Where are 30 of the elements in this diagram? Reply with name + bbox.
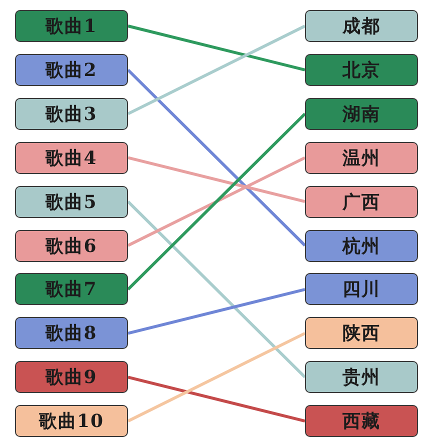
connector-line [126,68,306,247]
option-box: 歌曲1 [15,10,128,42]
option-box: 湖南 [305,98,418,130]
option-box: 成都 [305,10,418,42]
option-box: 歌曲3 [15,98,128,130]
option-box: 歌曲10 [15,405,128,438]
option-box: 西藏 [305,405,418,438]
option-box: 杭州 [305,230,418,262]
connector-line [127,24,306,116]
option-box: 歌曲7 [15,273,128,306]
option-box: 贵州 [305,361,418,394]
option-box: 歌曲4 [15,142,128,174]
option-box: 广西 [305,186,418,218]
connector-line [128,288,306,335]
option-box: 北京 [305,54,418,86]
option-box: 歌曲8 [15,317,128,350]
option-box: 歌曲5 [15,186,128,218]
connector-line [128,24,306,72]
connector-line [128,156,306,204]
connector-line [126,112,306,290]
connector-line [127,156,306,247]
option-box: 歌曲6 [15,230,128,262]
option-box: 温州 [305,142,418,174]
option-box: 歌曲9 [15,361,128,394]
option-box: 歌曲2 [15,54,128,86]
option-box: 四川 [305,273,418,306]
option-box: 陕西 [305,317,418,350]
connector-line [128,376,306,423]
connector-line [126,200,306,378]
connector-line [127,332,306,422]
